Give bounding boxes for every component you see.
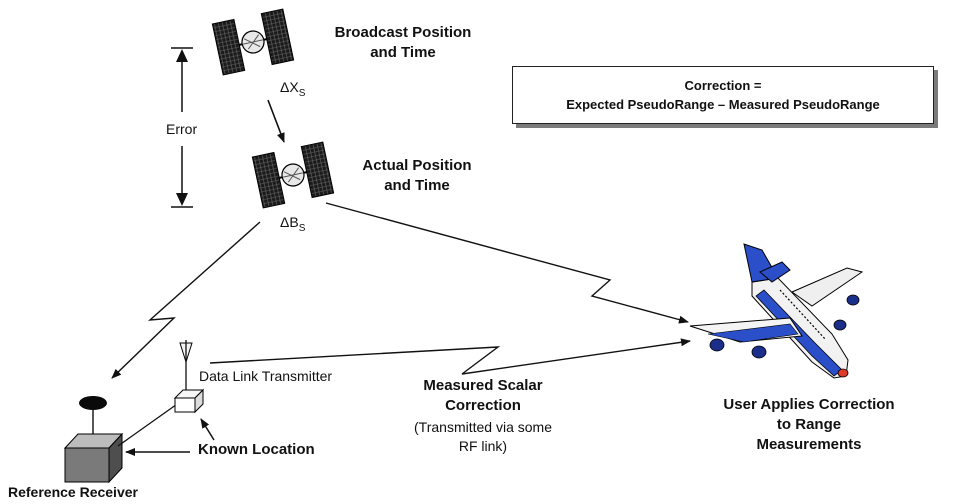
formula-line-1: Correction = bbox=[684, 78, 762, 93]
correction-formula-box: Correction = Expected PseudoRange – Meas… bbox=[512, 66, 934, 124]
error-dimension-arrow bbox=[171, 47, 193, 208]
broadcast-position-label: Broadcast Position and Time bbox=[334, 24, 472, 61]
known-location-arrow-to-box bbox=[200, 418, 215, 441]
signal-to-user-aircraft bbox=[325, 202, 689, 324]
user-applies-correction-label: User Applies Correction to Range Measure… bbox=[723, 396, 895, 453]
signal-to-reference-receiver bbox=[111, 221, 261, 379]
delta-b-label: ΔBS bbox=[280, 214, 306, 234]
reference-receiver-label: Reference Receiver bbox=[8, 484, 138, 500]
delta-x-label: ΔXS bbox=[280, 79, 306, 99]
actual-position-label: Actual Position and Time bbox=[362, 157, 472, 194]
receiver-transmitter-link bbox=[117, 401, 181, 447]
actual-satellite-icon bbox=[251, 141, 335, 209]
broadcast-satellite-icon bbox=[211, 8, 295, 76]
reference-receiver-icon bbox=[63, 396, 124, 484]
user-aircraft-icon bbox=[689, 243, 864, 379]
formula-line-2: Expected PseudoRange – Measured PseudoRa… bbox=[566, 97, 880, 112]
data-link-transmitter-label: Data Link Transmitter bbox=[199, 368, 333, 384]
known-location-label: Known Location bbox=[198, 441, 315, 458]
data-link-transmitter-icon bbox=[173, 340, 205, 414]
transmitted-via-rf-label: (Transmitted via some RF link) bbox=[414, 419, 552, 454]
error-label: Error bbox=[164, 121, 200, 137]
satellite-shift-arrow bbox=[267, 99, 285, 143]
measured-scalar-correction-label: Measured Scalar Correction bbox=[423, 377, 543, 414]
data-link-signal bbox=[209, 338, 691, 375]
